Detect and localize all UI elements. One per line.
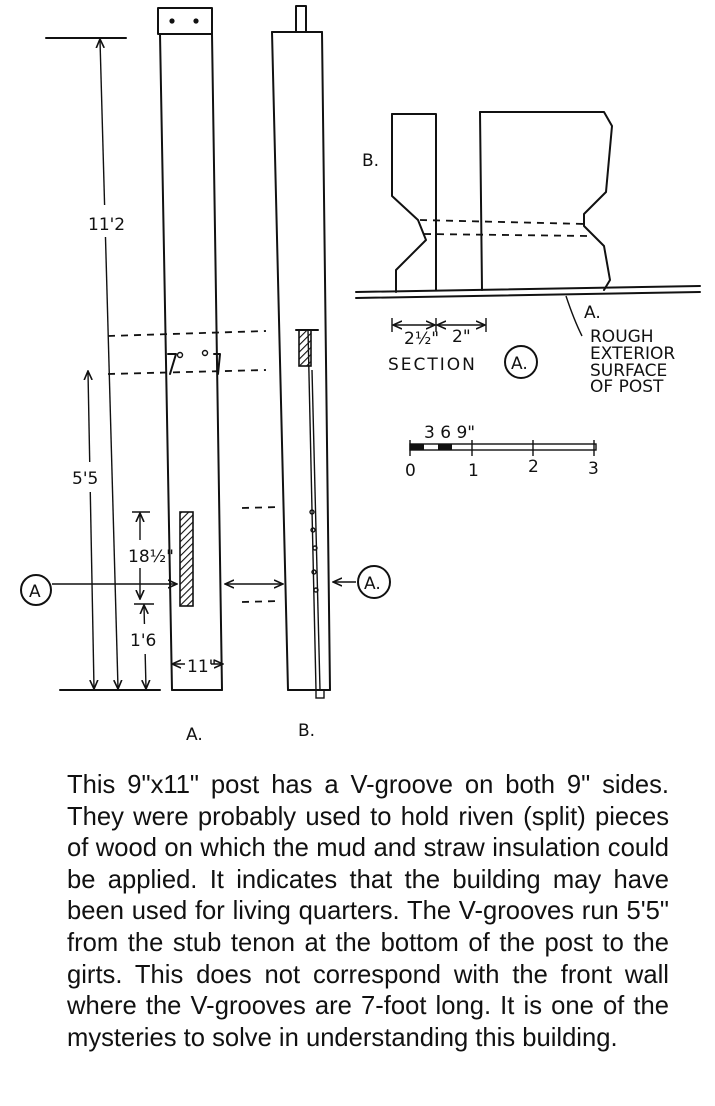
dimension-groove-lower: 1'6 — [128, 603, 158, 688]
section-dim-1-label: 2½" — [404, 329, 439, 349]
rough-surface-note: ROUGH EXTERIOR SURFACE OF POST — [590, 327, 675, 397]
dim-post-width-label: 11" — [187, 657, 216, 677]
dimension-total-height: 11'2 — [45, 37, 127, 688]
section-dim-2-label: 2" — [452, 327, 471, 347]
section-dimensions: 2½" 2" — [391, 318, 487, 349]
scale-small-label: 3 6 9" — [424, 423, 475, 443]
dim-groove-length-label: 5'5 — [72, 469, 98, 489]
section-marker-left-label: A — [29, 582, 41, 602]
groove-hatch-a — [179, 511, 194, 607]
dimension-groove-upper: 18½" — [126, 511, 174, 598]
section-view: B. A. — [355, 111, 701, 337]
scale-tick-2: 2 — [528, 457, 539, 477]
note-line-1: ROUGH — [590, 327, 654, 347]
view-label-a: A. — [186, 725, 203, 745]
note-line-3: SURFACE — [590, 361, 667, 381]
caption-text: This 9"x11" post has a V-groove on both … — [67, 771, 669, 1052]
dim-groove-lower-label: 1'6 — [130, 631, 156, 651]
note-line-4: OF POST — [590, 377, 664, 397]
section-circle — [504, 345, 538, 379]
post-drawing: 11'2 5'5 18½" 1'6 A 11" A. A. B. — [20, 5, 701, 745]
section-marker-left: A — [20, 574, 176, 606]
groove-hatch-b — [298, 329, 312, 367]
section-circle-label: A. — [511, 354, 528, 374]
section-label-a: A. — [584, 303, 601, 323]
view-label-b: B. — [298, 721, 315, 741]
note-line-2: EXTERIOR — [590, 344, 675, 364]
section-label-b: B. — [362, 151, 379, 171]
section-title: SECTION — [388, 355, 477, 375]
scale-tick-3: 3 — [588, 459, 599, 479]
section-marker-right: A. — [334, 565, 391, 599]
girt-bottom-line — [107, 369, 267, 375]
dim-groove-upper-label: 18½" — [128, 547, 174, 567]
post-elevation-a — [157, 7, 223, 691]
dimension-groove-length: 5'5 — [68, 372, 102, 688]
scale-tick-0: 0 — [405, 461, 416, 481]
scale-bar: 3 6 9" 0 1 2 3 — [405, 423, 599, 481]
post-elevation-b — [271, 5, 331, 699]
section-marker-right-label: A. — [364, 574, 381, 594]
girt-top-line — [107, 330, 267, 337]
scale-tick-1: 1 — [468, 461, 479, 481]
dim-total-height-label: 11'2 — [88, 215, 125, 235]
